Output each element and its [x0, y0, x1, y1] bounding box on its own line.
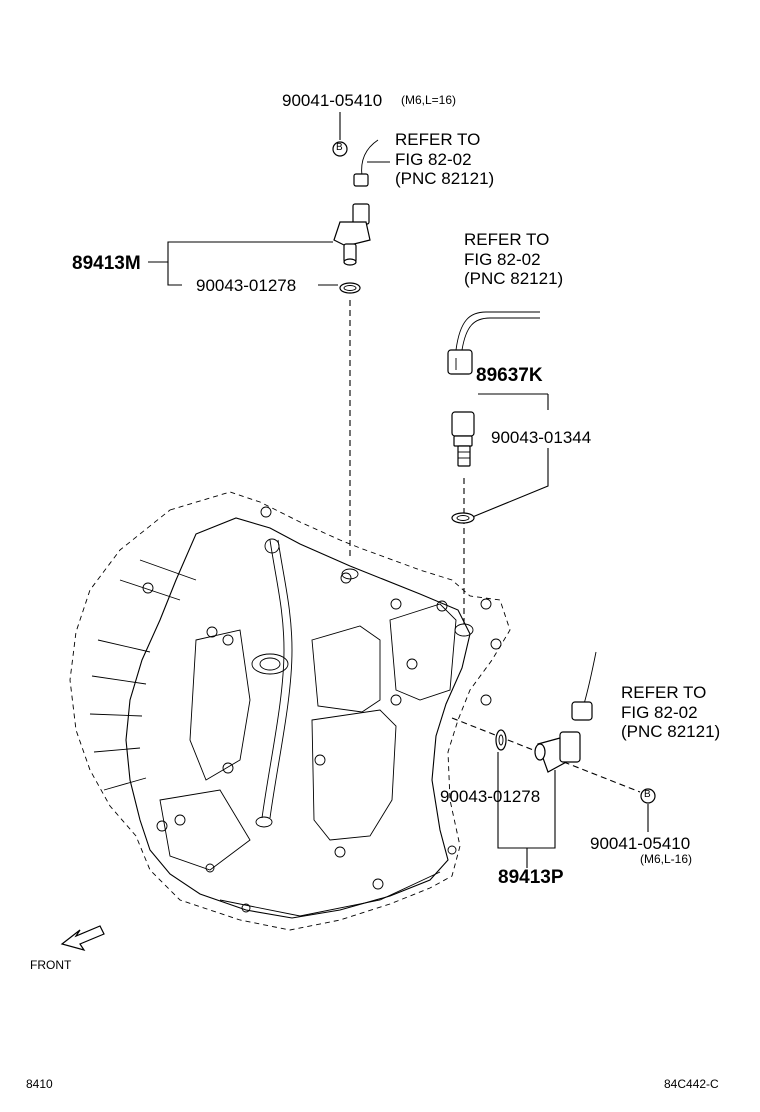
part-number-sensor-k: 89637K [476, 365, 543, 386]
gasket-m-hole [343, 285, 357, 291]
bolt-marker-letter: B [336, 142, 343, 153]
bolt-marker-letter: B [644, 789, 651, 800]
speed-sensor-p [534, 731, 581, 773]
part-spec-bolt-top: (M6,L=16) [401, 93, 457, 107]
part-number-bolt-top: 90041-05410 [282, 91, 383, 110]
connector-icon [353, 173, 369, 187]
bolt-marker-right [640, 788, 656, 804]
part-number-gasket-p: 90043-01278 [440, 787, 541, 806]
part-number-sensor-m: 89413M [72, 253, 141, 274]
gasket-m [339, 282, 361, 294]
front-label: FRONT [30, 958, 72, 972]
refer-note-middle: REFER TO FIG 82-02 (PNC 82121) [464, 230, 564, 288]
leader-line [469, 394, 549, 519]
part-number-gasket-m: 90043-01278 [196, 276, 297, 295]
leader-line [167, 262, 182, 286]
pressure-sensor-k [451, 411, 475, 467]
cable [455, 311, 540, 351]
connector-icon [571, 701, 593, 721]
cable [583, 651, 597, 705]
figure-id-right: 84C442-C [664, 1077, 719, 1091]
gasket-p [495, 729, 507, 751]
speed-sensor-m [333, 203, 371, 266]
part-number-gasket-k: 90043-01344 [491, 428, 592, 447]
gasket-k [451, 512, 475, 524]
part-number-sensor-p: 89413P [498, 867, 564, 888]
bolt-marker-top [332, 141, 348, 157]
part-number-bolt-right: 90041-05410 [590, 834, 691, 853]
cable [361, 139, 379, 177]
transaxle-housing [69, 491, 511, 931]
leader-line [148, 241, 333, 263]
gasket-k-hole [456, 515, 470, 521]
cable [461, 317, 540, 351]
figure-id-left: 8410 [26, 1077, 53, 1091]
refer-note-right: REFER TO FIG 82-02 (PNC 82121) [621, 683, 721, 741]
refer-note-top: REFER TO FIG 82-02 (PNC 82121) [395, 130, 495, 188]
part-spec-bolt-right: (M6,L-16) [640, 852, 693, 866]
gasket-p-hole [498, 734, 504, 746]
front-arrow-icon [60, 925, 105, 952]
connector-icon [447, 349, 473, 375]
